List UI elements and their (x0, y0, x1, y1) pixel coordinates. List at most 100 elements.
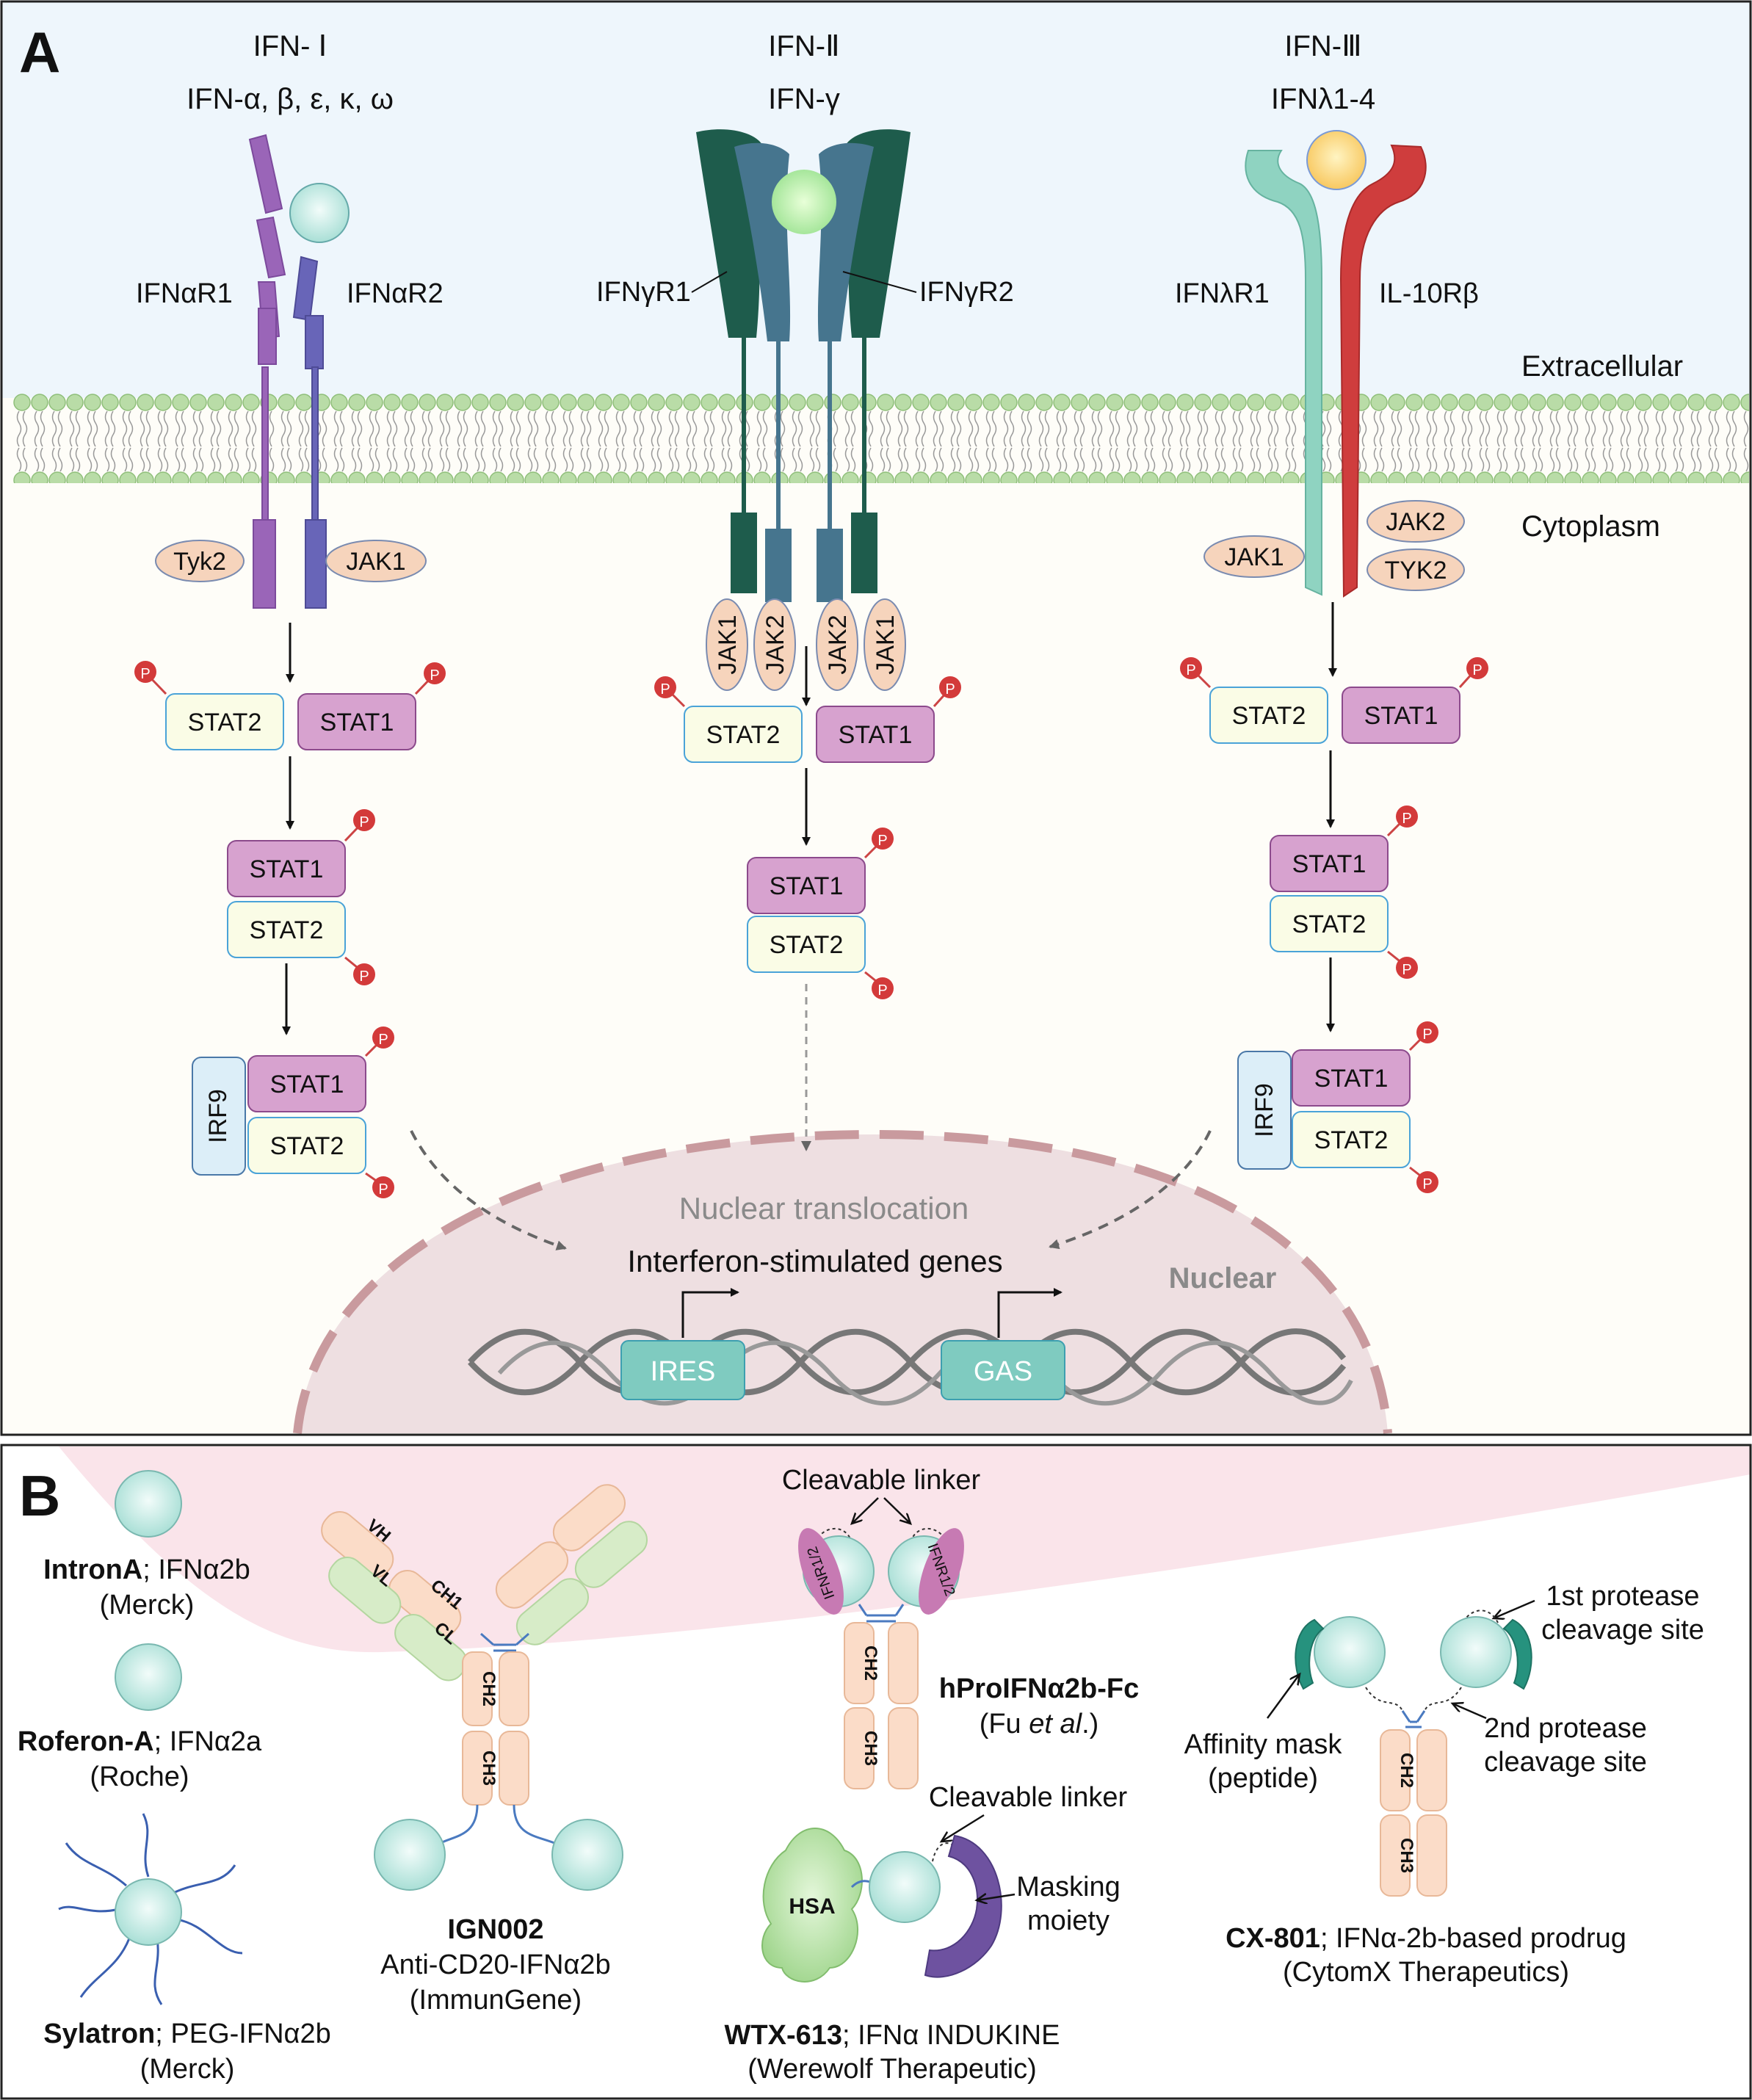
irf9-box-iii (1237, 1051, 1292, 1170)
svg-text:STAT1: STAT1 (270, 1071, 344, 1098)
panel-b-frame (0, 1444, 1752, 2100)
svg-text:IRF9: IRF9 (1250, 1083, 1278, 1137)
nuclear-envelope (293, 1129, 1392, 1434)
cx-mask-right (1502, 1618, 1532, 1690)
phospho-ii-2 (939, 676, 961, 698)
jak1-kinase-i (325, 540, 427, 582)
stat1-box-iii-3 (1292, 1049, 1411, 1107)
ifnar1-receptor (248, 134, 286, 609)
svg-text:STAT1: STAT1 (770, 872, 844, 900)
svg-text:JAK1: JAK1 (872, 615, 899, 674)
type-ii-jaks: JAK1 JAK2 JAK2 JAK1 (706, 598, 906, 691)
cx-ifn-right (1440, 1616, 1512, 1688)
svg-text:JAK2: JAK2 (824, 615, 852, 674)
stat2-box-iii-1 (1209, 687, 1328, 744)
cx-ch2: CH2 (1397, 1753, 1416, 1788)
stat2-label-i-1: STAT2 (188, 709, 262, 736)
extracellular-label: Extracellular (1521, 350, 1683, 383)
il10rb-label: IL-10Rβ (1379, 278, 1479, 309)
ign002-antibody: VH CH1 VL CL CH2 CH3 (321, 1484, 648, 1891)
hpro-company: (Fu et al.) (980, 1709, 1099, 1739)
ign002-company: (ImmunGene) (410, 1985, 582, 2016)
svg-text:P: P (660, 681, 670, 698)
phospho-i-6 (372, 1176, 394, 1198)
sylatron-peg-chains (58, 1813, 243, 2005)
svg-text:P: P (140, 666, 150, 682)
svg-text:STAT1: STAT1 (250, 855, 324, 883)
stat1-box-ii-2 (747, 857, 866, 914)
ifnar2-receptor (292, 256, 327, 609)
svg-text:P: P (359, 968, 369, 985)
phospho-i-2 (424, 662, 446, 684)
phospho-iii-5 (1416, 1021, 1438, 1043)
ign002-ifn-left (374, 1819, 446, 1891)
phospho-ii-3 (872, 828, 894, 850)
hpro-name: hProIFNα2b-Fc (939, 1673, 1139, 1704)
svg-text:STAT1: STAT1 (1314, 1065, 1389, 1093)
sylatron-molecule (115, 1878, 182, 1946)
type-i-ligands: IFN-α, β, ε, κ, ω (187, 83, 394, 115)
svg-text:STAT2: STAT2 (706, 721, 781, 749)
roferon-molecule (115, 1643, 182, 1711)
ifngr1-label: IFNγR1 (596, 277, 691, 308)
ign002-desc: Anti-CD20-IFNα2b (380, 1949, 610, 1980)
svg-text:TYK2: TYK2 (1384, 557, 1447, 584)
svg-text:STAT2: STAT2 (1314, 1126, 1389, 1154)
svg-text:P: P (378, 1181, 388, 1198)
ign002-vl (328, 1556, 402, 1624)
svg-text:P: P (877, 982, 887, 999)
wtx-hsa-label: HSA (789, 1894, 835, 1919)
jak2-kinase-ii-b (816, 598, 858, 691)
stat1-label-i-1: STAT1 (320, 709, 394, 736)
stat1-box-iii-1 (1342, 687, 1460, 744)
svg-text:P: P (378, 1032, 388, 1048)
ires-label: IRES (651, 1356, 716, 1387)
phospho-iii-4 (1396, 957, 1418, 979)
svg-text:JAK1: JAK1 (714, 615, 742, 674)
svg-text:P: P (430, 667, 439, 684)
phospho-i-4 (353, 963, 375, 985)
ifn-gamma-ligand (772, 170, 836, 234)
intronA-label: IntronA; IFNα2b (43, 1554, 250, 1585)
stat2-box-iii-3 (1292, 1111, 1411, 1168)
ires-element (620, 1340, 745, 1400)
hpro-linker-label: Cleavable linker (782, 1465, 981, 1496)
ifnar2-label: IFNαR2 (347, 278, 444, 309)
stat2-box-iii-2 (1270, 895, 1389, 952)
stat2-box-ii-2 (747, 916, 866, 973)
phospho-ii-1 (654, 676, 676, 698)
ign002-cl (394, 1613, 468, 1681)
svg-text:STAT2: STAT2 (1232, 702, 1306, 730)
translocation-arrow-right (1049, 1130, 1212, 1250)
type-iii-ligands: IFNλ1-4 (1271, 83, 1375, 115)
roferon-company: (Roche) (90, 1762, 189, 1792)
stat2-box-i-1 (165, 693, 284, 750)
type-ii-ligands: IFN-γ (768, 83, 840, 115)
phospho-iii-2 (1466, 657, 1488, 679)
stat1-box-iii-2 (1270, 835, 1389, 892)
phospho-iii-1 (1180, 657, 1202, 679)
type-ii-pathway: IFN-Ⅱ IFN-γ IFNγR1 IFNγR2 (596, 30, 1014, 1151)
cx-company: (CytomX Therapeutics) (1283, 1957, 1569, 1988)
wtx-company: (Werewolf Therapeutic) (748, 2054, 1037, 2085)
panel-b: B IntronA; IFNα2b (Merck) Roferon-A; IFN… (0, 1444, 1752, 2100)
jak1-kinase-iii (1203, 535, 1305, 578)
hpro-mask-right (919, 1528, 964, 1615)
panel-a-frame (0, 0, 1752, 1436)
ign002-name: IGN002 (448, 1914, 544, 1945)
il10rb-receptor (1339, 144, 1427, 598)
cytoplasm-label: Cytoplasm (1521, 510, 1660, 543)
cx-ifn-left (1314, 1616, 1386, 1688)
cx-site2-label-2: cleavage site (1484, 1747, 1647, 1778)
nuclear-label: Nuclear (1169, 1262, 1277, 1295)
svg-text:JAK1: JAK1 (1224, 543, 1284, 571)
type-i-title: IFN- Ⅰ (253, 30, 327, 62)
hpro-ch2: CH2 (861, 1645, 880, 1681)
type-iii-title: IFN-Ⅲ (1284, 30, 1361, 62)
cx-site2-label-1: 2nd protease (1484, 1713, 1647, 1744)
ifn-lambda-ligand (1306, 130, 1367, 190)
wtx-label: WTX-613; IFNα INDUKINE (725, 2020, 1060, 2051)
svg-text:P: P (945, 681, 955, 698)
svg-text:CH3: CH3 (479, 1750, 499, 1786)
